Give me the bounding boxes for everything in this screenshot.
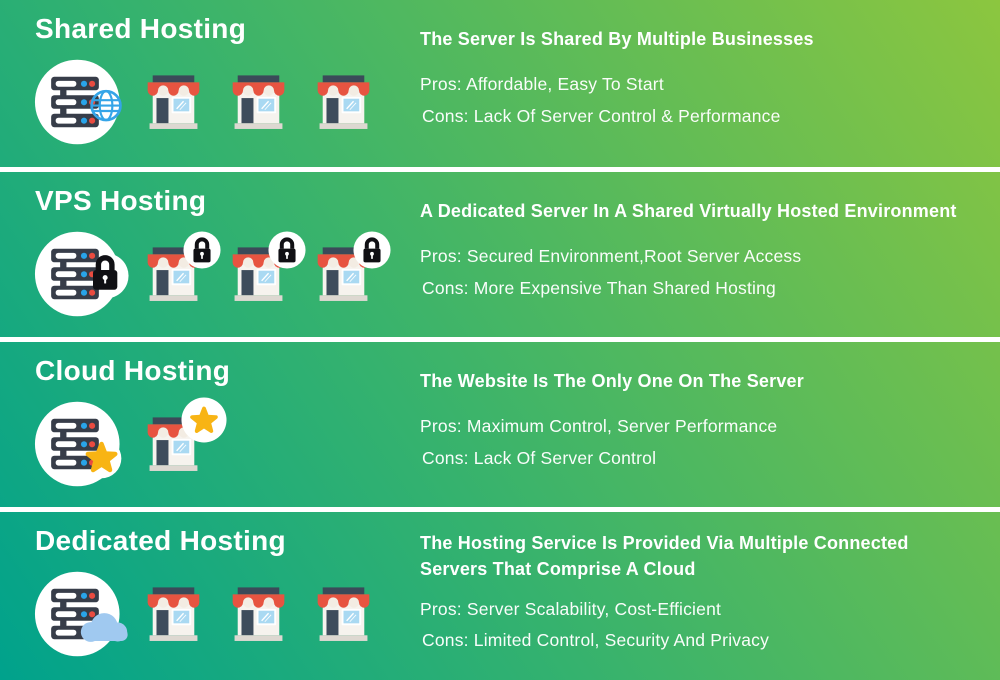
section-divider xyxy=(0,507,1000,512)
lock-icon xyxy=(268,231,306,269)
cons-text: Cons: More Expensive Than Shared Hosting xyxy=(422,278,776,298)
section-title: VPS Hosting xyxy=(35,185,207,216)
store-icon xyxy=(227,583,290,646)
vps-hosting-icons xyxy=(32,228,375,320)
section-divider xyxy=(0,337,1000,342)
server-globe-icon xyxy=(32,57,136,147)
section-cloud-hosting: Cloud Hosting The Website Is The Only On… xyxy=(0,342,1000,507)
cloud-hosting-icons xyxy=(32,398,205,490)
cons-text: Cons: Lack Of Server Control & Performan… xyxy=(422,106,781,126)
cons-text: Cons: Lack Of Server Control xyxy=(422,448,657,468)
server-cloud-icon xyxy=(32,569,136,659)
shared-hosting-icons xyxy=(32,56,375,148)
section-title: Shared Hosting xyxy=(35,13,247,44)
store-icon xyxy=(142,583,205,646)
pros-text: Pros: Maximum Control, Server Performanc… xyxy=(420,416,778,436)
store-icon xyxy=(142,413,205,476)
lock-icon xyxy=(353,231,391,269)
section-details: The Hosting Service Is Provided Via Mult… xyxy=(420,512,988,680)
dedicated-hosting-icons xyxy=(32,568,375,660)
store-icon xyxy=(142,243,205,306)
section-details: The Server Is Shared By Multiple Busines… xyxy=(420,0,988,167)
section-heading: The Website Is The Only One On The Serve… xyxy=(420,371,804,391)
pros-text: Pros: Affordable, Easy To Start xyxy=(420,74,664,94)
section-details: The Website Is The Only One On The Serve… xyxy=(420,342,988,507)
section-dedicated-hosting: Dedicated Hosting The Hosting Service Is… xyxy=(0,512,1000,680)
star-icon xyxy=(181,397,227,443)
section-title: Dedicated Hosting xyxy=(35,525,286,556)
section-title: Cloud Hosting xyxy=(35,355,231,386)
lock-icon xyxy=(183,231,221,269)
store-icon xyxy=(312,583,375,646)
server-star-icon xyxy=(32,399,136,489)
store-icon xyxy=(142,71,205,134)
store-icon xyxy=(227,243,290,306)
store-icon xyxy=(312,71,375,134)
section-heading: A Dedicated Server In A Shared Virtually… xyxy=(420,201,957,221)
store-icon xyxy=(227,71,290,134)
section-shared-hosting: Shared Hosting The Server Is Shared By M… xyxy=(0,0,1000,167)
cons-text: Cons: Limited Control, Security And Priv… xyxy=(422,630,770,650)
pros-text: Pros: Server Scalability, Cost-Efficient xyxy=(420,599,722,619)
section-heading: The Hosting Service Is Provided Via Mult… xyxy=(420,533,909,579)
server-lock-icon xyxy=(32,229,136,319)
section-details: A Dedicated Server In A Shared Virtually… xyxy=(420,172,988,337)
section-heading: The Server Is Shared By Multiple Busines… xyxy=(420,29,814,49)
pros-text: Pros: Secured Environment,Root Server Ac… xyxy=(420,246,802,266)
section-divider xyxy=(0,167,1000,172)
section-vps-hosting: VPS Hosting A Dedicated Server In A Shar… xyxy=(0,172,1000,337)
store-icon xyxy=(312,243,375,306)
